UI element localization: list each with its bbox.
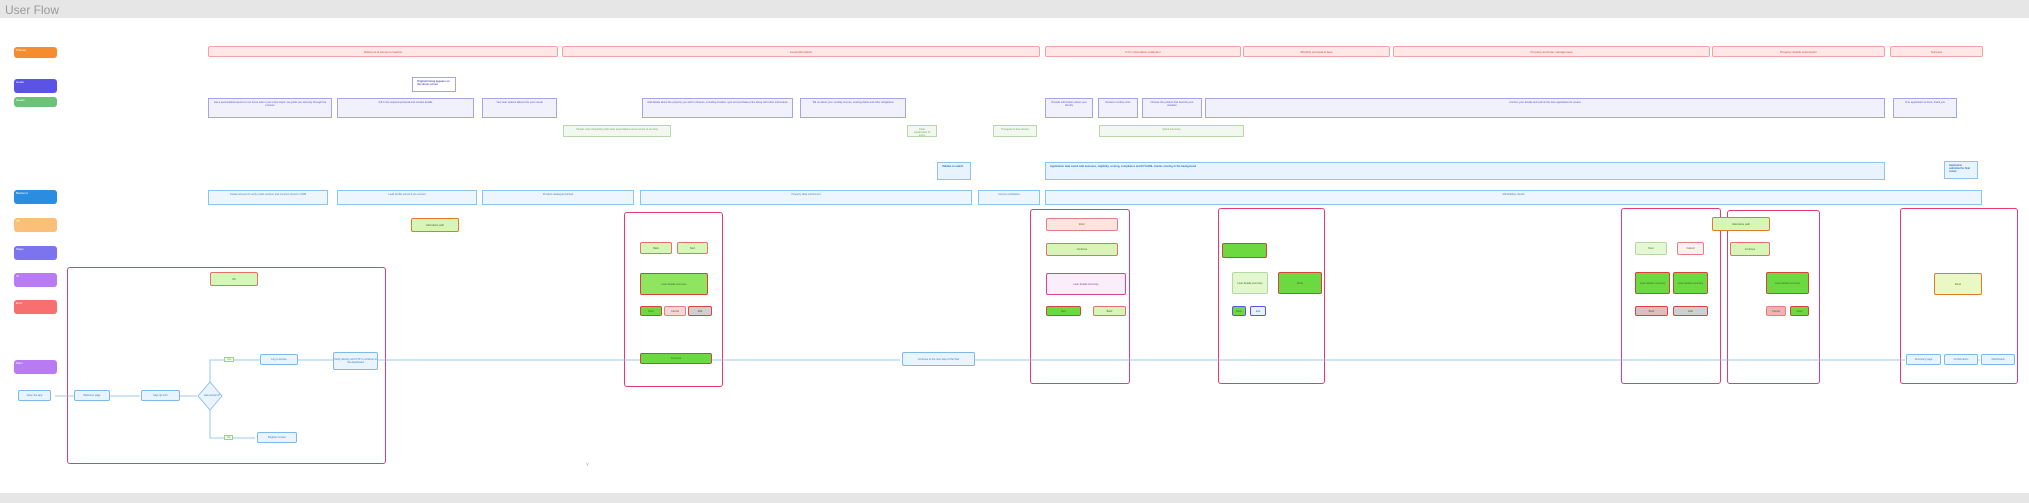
save-button[interactable]: Save bbox=[640, 306, 662, 316]
alt-box[interactable]: Alternative path bbox=[1712, 217, 1770, 231]
goal-note: Your application is done, thank you bbox=[1893, 98, 1957, 118]
lane-goals: Goals bbox=[14, 79, 57, 93]
need-note: Transparent fees shown bbox=[993, 125, 1037, 137]
page-title: User Flow bbox=[5, 3, 60, 17]
confirmation-node[interactable]: Confirmation bbox=[1944, 354, 1978, 365]
info-card: Done bbox=[1278, 272, 1322, 294]
screen-group bbox=[1030, 209, 1130, 384]
start-node[interactable]: Open the app bbox=[18, 390, 51, 401]
option-b[interactable]: Cancel bbox=[1677, 242, 1704, 255]
alt-box[interactable]: Alternative path bbox=[411, 218, 459, 232]
next-button[interactable]: Next bbox=[1046, 306, 1081, 316]
yes-label: Yes bbox=[224, 357, 235, 362]
goal-note: Add details about the property you wish … bbox=[642, 98, 793, 118]
phase-fees[interactable]: Monthly principal & fees bbox=[1243, 46, 1390, 57]
screen-group bbox=[1900, 208, 2018, 384]
details-form[interactable]: Loan details summary bbox=[1046, 273, 1126, 295]
middle-node[interactable]: Continue to the next step of the flow bbox=[902, 352, 975, 366]
phase-welcome[interactable]: Welcome & account creation bbox=[208, 46, 558, 57]
save-button[interactable]: Save bbox=[1790, 306, 1809, 316]
status-chip bbox=[1222, 243, 1267, 258]
need-note: Simple, fast onboarding with clear expec… bbox=[563, 125, 671, 137]
backend-item: Product catalogue fetched bbox=[482, 190, 634, 205]
backend-note: Application submitted for final review bbox=[1944, 161, 1978, 179]
register-node[interactable]: Register screen bbox=[257, 432, 297, 443]
goal-note: Fill in the required personal and contac… bbox=[337, 98, 474, 118]
phase-kyc[interactable]: KYC information collection bbox=[1045, 46, 1241, 57]
backend-item: Affordability checks bbox=[1045, 190, 1982, 205]
lane-alt: Alt bbox=[14, 218, 57, 232]
welcome-node[interactable]: Welcome page bbox=[74, 390, 110, 401]
lane-backend: Backend bbox=[14, 190, 57, 204]
save-button[interactable]: Save bbox=[1232, 306, 1246, 316]
screen-group bbox=[624, 212, 723, 387]
signup-node[interactable]: Sign up form bbox=[141, 390, 180, 401]
card[interactable]: Loan details summary bbox=[1766, 272, 1809, 294]
card-a[interactable]: Loan details summary bbox=[1635, 272, 1670, 294]
phase-success[interactable]: Success bbox=[1890, 46, 1983, 57]
summary-node[interactable]: Summary page bbox=[1906, 354, 1941, 365]
goal-note: Get a personalized quote for our home lo… bbox=[208, 98, 332, 118]
backend-item: Lead profile stored & pre-scored bbox=[337, 190, 477, 205]
lane-phases: Phases bbox=[14, 47, 57, 58]
option-a[interactable]: Next bbox=[1635, 242, 1667, 255]
back-button[interactable]: Back bbox=[1635, 306, 1668, 316]
phase-property-loan[interactable]: Property and loan management bbox=[1393, 46, 1710, 57]
backend-item: Create account & verify email; session a… bbox=[208, 190, 328, 205]
need-note: Clear explanation of terms bbox=[907, 125, 937, 137]
decision-diamond[interactable] bbox=[197, 381, 223, 411]
chevron-down-icon[interactable]: ˅ bbox=[586, 462, 589, 468]
decision-label: Has account? bbox=[204, 394, 220, 397]
continue-button[interactable]: Continue bbox=[1730, 242, 1770, 256]
goal-note: Tell us about your monthly income, exist… bbox=[800, 98, 906, 118]
continue-bar[interactable]: Continue bbox=[640, 353, 712, 364]
goal-note: Confirm your details and submit the loan… bbox=[1205, 98, 1885, 118]
lane-needs: Needs bbox=[14, 97, 57, 107]
dashboard-node[interactable]: Dashboard bbox=[1981, 354, 2015, 365]
error-message: Error bbox=[1046, 218, 1118, 231]
lane-ui: UI bbox=[14, 273, 57, 287]
goal-note: Review monthly costs bbox=[1098, 98, 1138, 118]
screen-group bbox=[67, 267, 386, 464]
flow-canvas[interactable]: Phases Goals Needs Backend Alt Steps UI … bbox=[0, 18, 2029, 493]
edit-button[interactable]: Edit bbox=[688, 306, 712, 316]
backend-note: Validate on submit bbox=[937, 162, 971, 180]
back-button[interactable]: Back bbox=[640, 242, 672, 254]
ok-button[interactable]: OK bbox=[210, 272, 258, 286]
cancel-button[interactable]: Cancel bbox=[1766, 306, 1786, 316]
card-b[interactable]: Loan details summary bbox=[1673, 272, 1708, 294]
success-card[interactable]: Done bbox=[1934, 273, 1982, 295]
screen-group bbox=[1621, 208, 1721, 384]
backend-item: Property data enrichment bbox=[640, 190, 972, 205]
details-panel[interactable]: Loan details summary bbox=[640, 273, 708, 295]
no-label: No bbox=[224, 435, 234, 440]
login-node[interactable]: Log in screen bbox=[260, 354, 298, 365]
backend-item: Income verification bbox=[978, 190, 1040, 205]
screen-group bbox=[1727, 210, 1820, 384]
goal-note: Choose the product that best fits your s… bbox=[1142, 98, 1202, 118]
goal-note: Provide information about your identity bbox=[1045, 98, 1093, 118]
tooltip-note: Original listing appears on the Home scr… bbox=[412, 77, 456, 92]
continue-button[interactable]: Continue bbox=[1046, 243, 1118, 256]
lane-main: Main bbox=[14, 360, 57, 374]
backend-note: Application data saved with autosave, el… bbox=[1045, 162, 1885, 180]
lane-steps: Steps bbox=[14, 246, 57, 260]
otp-node[interactable]: Verify identity and OTP to continue to t… bbox=[333, 352, 378, 370]
phase-lead[interactable]: Lead information bbox=[562, 46, 1040, 57]
cancel-button[interactable]: Cancel bbox=[664, 306, 686, 316]
lane-error: Error bbox=[14, 300, 57, 314]
goal-note: Your loan options tailored for your need… bbox=[482, 98, 557, 118]
next-button[interactable]: Next bbox=[677, 242, 708, 254]
back-button[interactable]: Back bbox=[1093, 306, 1126, 316]
connectors bbox=[55, 359, 1980, 439]
screen-group bbox=[1218, 208, 1325, 384]
need-note: Quick summary bbox=[1099, 125, 1244, 137]
edit-button[interactable]: Edit bbox=[1673, 306, 1708, 316]
edit-button[interactable]: Edit bbox=[1250, 306, 1266, 316]
info-card: Loan details summary bbox=[1232, 272, 1268, 294]
phase-property-details[interactable]: Property details submission bbox=[1712, 46, 1885, 57]
